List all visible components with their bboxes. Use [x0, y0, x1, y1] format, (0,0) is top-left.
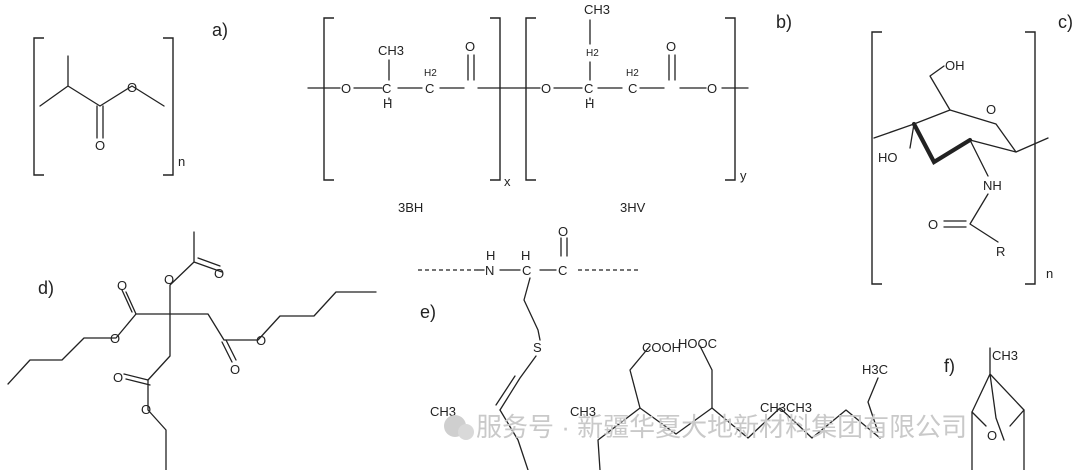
- panel-e-alpha-carbon: C: [522, 263, 531, 278]
- panel-b-unit-name-left: 3BH: [398, 200, 423, 215]
- panel-e-carboxyl-1: COOH: [642, 340, 681, 355]
- panel-a-oxygen-ester: O: [127, 80, 137, 95]
- panel-c-ring-oxygen: O: [986, 102, 996, 117]
- panel-d-oxygen-bottom-ester: O: [141, 402, 151, 417]
- panel-b-carbonyl-oxygen-2: O: [666, 39, 676, 54]
- panel-b-ester-oxygen: O: [707, 81, 717, 96]
- panel-d-oxygen-right-ester: O: [256, 333, 266, 348]
- panel-e-methyl-c: CH3CH3: [760, 400, 812, 415]
- watermark-text: 服务号 · 新疆华夏大地新材料集团有限公司: [476, 412, 967, 442]
- panel-b-methylene-1: H2: [424, 68, 437, 79]
- panel-b-carbonyl-oxygen-1: O: [465, 39, 475, 54]
- panel-d-oxygen-acetyl-carbonyl: O: [214, 266, 224, 281]
- panel-e-sulfur: S: [533, 340, 542, 355]
- panel-b-structure: O CH3 C H H2 C O x 3BH O CH3 H2 C H H2 C…: [307, 2, 792, 215]
- panel-d-oxygen-bottom-carbonyl: O: [113, 370, 123, 385]
- panel-b-carbon-3: C: [584, 81, 593, 96]
- panel-b-bracket-y-left: [525, 17, 536, 181]
- panel-a-left-bracket: [33, 37, 44, 176]
- panel-e-carbonyl-carbon: C: [558, 263, 567, 278]
- panel-f-label: f): [944, 356, 955, 376]
- panel-b-hydrogen-1: H: [383, 96, 392, 111]
- panel-e-amine-hydrogen: H: [486, 248, 495, 263]
- panel-e-carbonyl-oxygen: O: [558, 224, 568, 239]
- panel-b-carbon-4: C: [628, 81, 637, 96]
- panel-c-hydroxyl-top: OH: [945, 58, 965, 73]
- panel-b-subscript-y: y: [740, 168, 747, 183]
- panel-c-left-bracket: [871, 31, 882, 285]
- panel-b-subscript-x: x: [504, 174, 511, 189]
- panel-f-ether-oxygen: O: [987, 428, 997, 443]
- panel-a-subscript-n: n: [178, 154, 185, 169]
- panel-f-methyl: CH3: [992, 348, 1018, 363]
- panel-e-methyl-b: CH3: [570, 404, 596, 419]
- panel-c-amide-oxygen: O: [928, 217, 938, 232]
- panel-c-subscript-n: n: [1046, 266, 1053, 281]
- panel-c-amide-nitrogen: NH: [983, 178, 1002, 193]
- panel-b-unit-name-right: 3HV: [620, 200, 646, 215]
- panel-e-nitrogen: N: [485, 263, 494, 278]
- panel-b-bracket-x-right: [490, 17, 501, 181]
- panel-e-label: e): [420, 302, 436, 322]
- panel-b-oxygen-2: O: [541, 81, 551, 96]
- panel-d-oxygen-acetyl: O: [164, 272, 174, 287]
- panel-e-carboxyl-2: HOOC: [678, 336, 717, 351]
- panel-b-carbon-1: C: [382, 81, 391, 96]
- panel-a-label: a): [212, 20, 228, 40]
- panel-b-oxygen-1: O: [341, 81, 351, 96]
- panel-a-right-bracket: [163, 37, 174, 176]
- panel-c-structure: OH O HO NH O R n c): [871, 12, 1073, 285]
- panel-b-hydrogen-2: H: [585, 96, 594, 111]
- panel-d-oxygen-right-carbonyl: O: [230, 362, 240, 377]
- panel-b-carbon-2: C: [425, 81, 434, 96]
- panel-c-label: c): [1058, 12, 1073, 32]
- panel-d-oxygen-left-ester: O: [110, 331, 120, 346]
- panel-b-methylene-2: H2: [626, 68, 639, 79]
- panel-a-structure: O O n a): [33, 20, 228, 176]
- panel-a-oxygen-carbonyl: O: [95, 138, 105, 153]
- panel-b-methylene-3: H2: [586, 48, 599, 59]
- panel-b-bracket-y-right: [725, 17, 736, 181]
- panel-f-structure: CH3 O f): [944, 347, 1025, 470]
- panel-e-methyl-d: H3C: [862, 362, 888, 377]
- panel-c-hydroxyl-left: HO: [878, 150, 898, 165]
- panel-d-label: d): [38, 278, 54, 298]
- panel-d-oxygen-left-carbonyl: O: [117, 278, 127, 293]
- panel-d-structure: O O O O O O O O d): [7, 231, 377, 470]
- panel-c-r-group: R: [996, 244, 1005, 259]
- panel-e-alpha-hydrogen: H: [521, 248, 530, 263]
- panel-c-right-bracket: [1025, 31, 1036, 285]
- panel-e-structure: N H H C C O S COOH HOOC CH3 CH3 CH3CH3 H…: [418, 224, 888, 470]
- panel-b-label: b): [776, 12, 792, 32]
- panel-b-bracket-x-left: [323, 17, 334, 181]
- watermark: 服务号 · 新疆华夏大地新材料集团有限公司: [444, 412, 967, 442]
- panel-b-methyl-top: CH3: [584, 2, 610, 17]
- panel-b-methyl-left: CH3: [378, 43, 404, 58]
- panel-e-methyl-a: CH3: [430, 404, 456, 419]
